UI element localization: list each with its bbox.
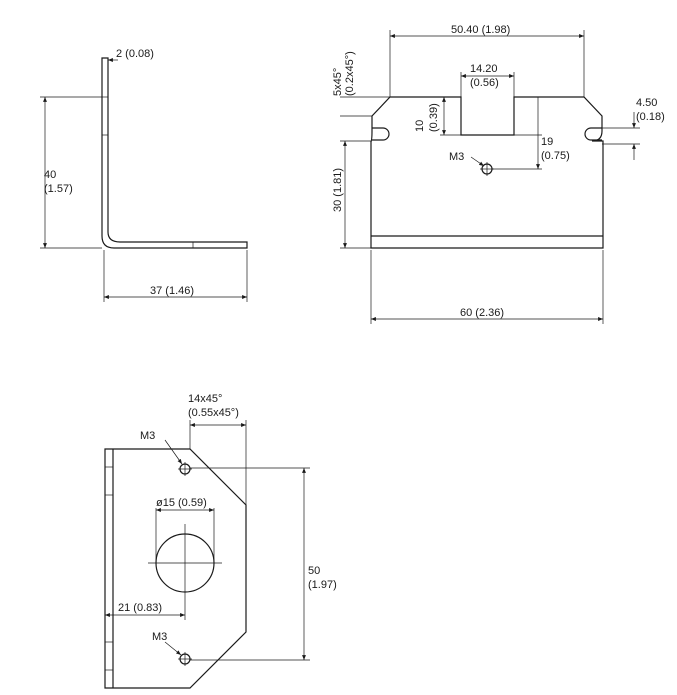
slot-offset-mm: 4.50 (636, 97, 657, 109)
bottom-view: M3 ø15 (0.59) 14x45° (0.55x45°) 50 (1.97… (104, 393, 337, 689)
side-height-in: (1.57) (44, 183, 73, 195)
front-outline (370, 96, 604, 249)
side-thickness-label: 2 (0.08) (116, 48, 154, 60)
side-profile-outline (101, 57, 248, 249)
bottom-chamfer-in: (0.55x45°) (188, 407, 239, 419)
bore-offset-label: 21 (0.83) (118, 602, 162, 614)
front-width-label: 60 (2.36) (460, 307, 504, 319)
bottom-m3-top-label: M3 (140, 430, 155, 442)
front-chamfer-mm: 5x45° (332, 68, 344, 96)
bottom-height-in: (1.97) (308, 579, 337, 591)
side-view: 2 (0.08) 40 (1.57) 37 (1.46) (40, 48, 248, 302)
right-slot (584, 127, 602, 141)
front-m3-label: M3 (449, 151, 464, 163)
front-height-label: 30 (1.81) (332, 168, 344, 212)
notch-depth-in: (0.39) (428, 103, 440, 132)
bottom-chamfer-mm: 14x45° (188, 393, 222, 405)
m3-leader (164, 439, 183, 465)
m3-leader (164, 641, 182, 656)
notch-width-mm: 14.20 (470, 63, 498, 75)
notch-width-in: (0.56) (470, 77, 499, 89)
front-view: M3 50.40 (1.98) 5x45° (0.2x45°) 14.20 (0… (332, 24, 665, 324)
front-chamfer-in: (0.2x45°) (344, 51, 356, 96)
notch-depth-mm: 10 (414, 120, 426, 132)
hole-offset-in: (0.75) (541, 150, 570, 162)
bore-label: ø15 (0.59) (156, 497, 207, 509)
m3-leader (470, 156, 485, 167)
hole-offset-mm: 19 (541, 136, 553, 148)
bottom-m3-bottom-label: M3 (152, 631, 167, 643)
side-length-label: 37 (1.46) (150, 285, 194, 297)
front-top-width-label: 50.40 (1.98) (451, 24, 510, 36)
side-height-mm: 40 (44, 169, 56, 181)
bottom-height-mm: 50 (308, 565, 320, 577)
bottom-outline (104, 448, 247, 689)
slot-offset-in: (0.18) (636, 111, 665, 123)
left-slot (372, 127, 390, 141)
